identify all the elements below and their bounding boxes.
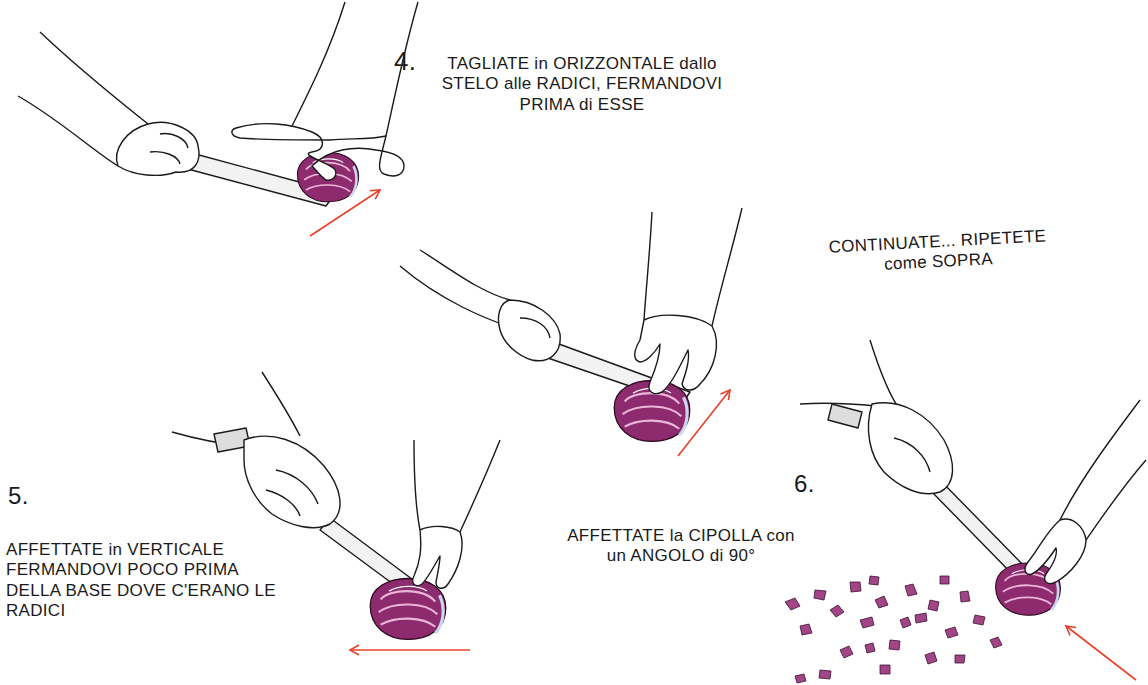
finger <box>894 438 930 472</box>
arm <box>18 96 118 166</box>
onion <box>370 579 446 640</box>
motion-arrow <box>310 190 380 236</box>
arm <box>1060 400 1140 520</box>
arm <box>420 250 510 300</box>
hand <box>413 526 462 588</box>
finger <box>266 490 300 516</box>
step-number: 6. <box>794 470 834 499</box>
note: CONTINUATE... RIPETETE come SOPRA <box>817 226 1059 279</box>
arm <box>870 340 900 410</box>
step-instruction: AFFETTATE la CIPOLLA con un ANGOLO di 90… <box>556 526 806 567</box>
arm <box>460 440 500 532</box>
knife-handle <box>828 404 862 428</box>
scene-four <box>18 2 418 236</box>
arm <box>414 440 420 530</box>
finger <box>520 318 550 338</box>
hand <box>868 403 952 494</box>
arm <box>40 32 148 124</box>
scene-continue <box>400 208 742 456</box>
step-instruction: TAGLIATE in ORIZZONTALE dallo STELO alle… <box>432 54 732 115</box>
arm <box>644 212 652 320</box>
arm <box>1086 460 1146 540</box>
motion-arrow <box>678 390 730 456</box>
hand <box>232 124 404 181</box>
onion-pieces <box>785 576 1002 683</box>
finger <box>160 134 188 148</box>
arm <box>292 2 345 126</box>
motion-arrow <box>1066 626 1136 680</box>
step-number: 5. <box>8 482 48 511</box>
step-instruction: AFFETTATE in VERTICALE FERMANDOVI POCO P… <box>6 540 288 622</box>
hand <box>635 315 717 393</box>
finger <box>150 152 180 164</box>
step-number: 4. <box>394 46 434 77</box>
motion-arrow <box>350 649 470 651</box>
finger <box>276 470 318 504</box>
scene-five <box>172 372 500 650</box>
arm <box>712 208 742 326</box>
hand <box>498 300 560 361</box>
hand <box>1025 519 1086 583</box>
hand <box>117 122 199 175</box>
arm <box>262 372 300 436</box>
scene-six <box>785 340 1146 683</box>
hand <box>244 436 340 527</box>
